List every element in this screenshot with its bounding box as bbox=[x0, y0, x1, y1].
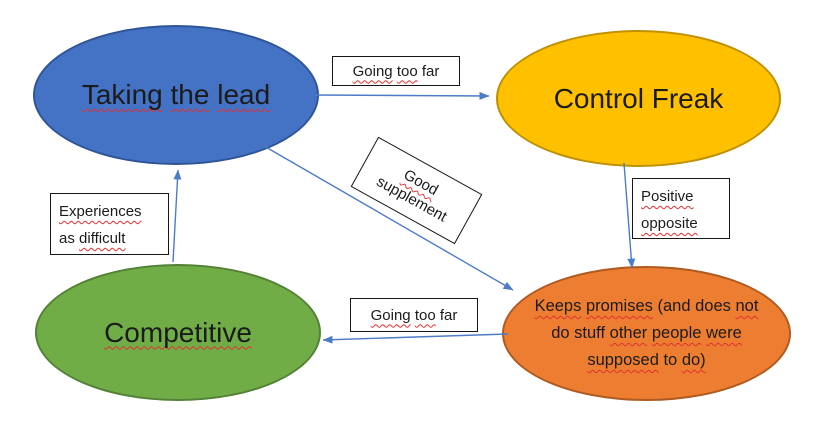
connector-lead-to-keepspromises[interactable] bbox=[263, 145, 514, 291]
edge-label-text: Going too far bbox=[352, 62, 440, 80]
keeps-promises-line3: supposed to do) bbox=[587, 351, 706, 369]
node-control-freak[interactable]: Control Freak bbox=[496, 30, 781, 167]
node-label-keeps-promises: Keeps promises (and does not do stuff ot… bbox=[507, 293, 787, 374]
connector-lead-to-controlfreak[interactable] bbox=[315, 91, 490, 100]
edge-label-experiences-as-difficult[interactable]: Experiences as difficult bbox=[50, 193, 169, 255]
node-keeps-promises[interactable]: Keeps promises (and does not do stuff ot… bbox=[502, 266, 791, 401]
keeps-promises-line1: Keeps promises (and does not bbox=[534, 297, 759, 315]
edge-label-positive-opposite[interactable]: Positive opposite bbox=[632, 178, 730, 239]
edge-label-text-line1: Experiences bbox=[59, 203, 142, 220]
edge-label-going-too-far-top[interactable]: Going too far bbox=[332, 56, 460, 86]
node-taking-the-lead[interactable]: Taking the lead bbox=[33, 25, 319, 165]
edge-label-text-line2: as difficult bbox=[59, 230, 126, 247]
keeps-promises-line2: do stuff other people were bbox=[551, 324, 742, 342]
edge-label-text-line1: Positive bbox=[641, 188, 694, 205]
connector-controlfreak-to-keepspromises[interactable] bbox=[623, 162, 636, 269]
node-label-taking-the-lead: Taking the lead bbox=[81, 79, 271, 110]
connector-keepspromises-to-competitive[interactable] bbox=[322, 333, 509, 344]
edge-label-going-too-far-bottom[interactable]: Going too far bbox=[350, 298, 478, 332]
node-label-control-freak: Control Freak bbox=[553, 82, 724, 114]
edge-label-text: Going too far bbox=[370, 306, 458, 324]
connector-competitive-to-lead[interactable] bbox=[172, 169, 182, 263]
edge-label-text-line2: opposite bbox=[641, 215, 698, 232]
node-label-competitive: Competitive bbox=[104, 316, 252, 348]
node-competitive[interactable]: Competitive bbox=[35, 264, 321, 401]
